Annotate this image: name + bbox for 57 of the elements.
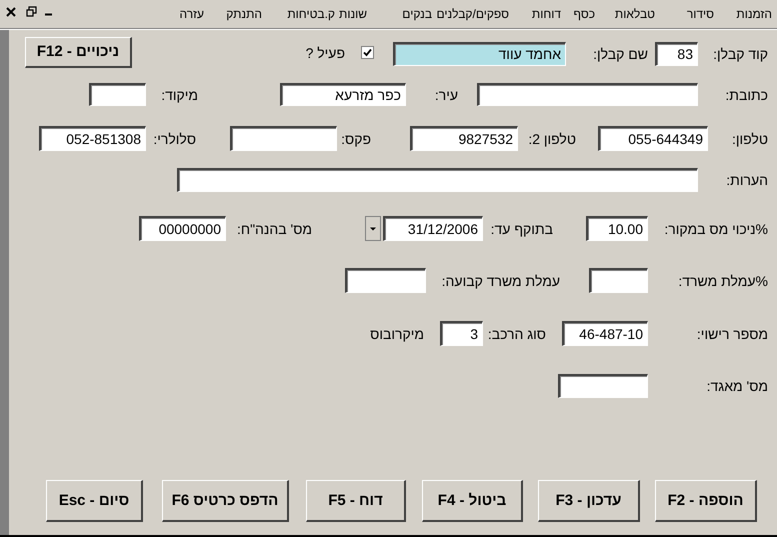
- menu-item: סידור: [686, 7, 714, 21]
- button: הוספה - F2: [655, 480, 757, 522]
- menu-item: טבלאות: [614, 7, 655, 21]
- field-label: סלולרי:: [153, 130, 196, 148]
- input-field: 46-487-10: [562, 321, 648, 346]
- input-field: [477, 83, 698, 106]
- field-label: קוד קבלן:: [713, 45, 768, 63]
- menu-item: ספקים/קבלנים: [436, 7, 509, 21]
- field-label: הערות:: [726, 171, 768, 189]
- input-field: 9827532: [410, 126, 518, 151]
- input-field: כפר מזרעא: [280, 83, 406, 106]
- input-field: [177, 168, 698, 192]
- field-label: %עמלת משרד:: [678, 272, 768, 290]
- button: הדפס כרטיס F6: [162, 480, 289, 522]
- input-field: [89, 83, 146, 106]
- input-field: 10.00: [586, 216, 648, 241]
- button: סיום - Esc: [46, 480, 143, 522]
- input-field: 052-851308: [39, 126, 146, 151]
- field-label: %ניכוי מס במקור:: [664, 220, 768, 238]
- field-label: מיקרובוס: [370, 324, 424, 342]
- field-label: מספר רישוי:: [696, 324, 768, 342]
- field-label: פעיל ?: [306, 44, 345, 62]
- field-label: סוג הרכב:: [488, 324, 546, 342]
- input-field: [345, 268, 426, 293]
- field-label: עמלת משרד קבועה:: [442, 272, 560, 290]
- field-label: עיר:: [434, 86, 458, 104]
- button: עדכון - F3: [538, 480, 640, 522]
- field-label: טלפון:: [732, 130, 768, 148]
- input-field: 055-644349: [598, 126, 708, 151]
- field-label: טלפון 2:: [528, 130, 576, 148]
- input-field: 31/12/2006: [383, 216, 483, 241]
- input-field: [230, 126, 337, 151]
- menu-item: בנקים: [402, 7, 432, 21]
- menu-item: ק.בטיחות: [287, 7, 335, 21]
- menu-item: דוחות: [532, 7, 561, 21]
- input-field: 00000000: [139, 216, 226, 241]
- input-field: [589, 268, 648, 293]
- field-label: פקס:: [341, 130, 371, 148]
- menu-item: התנתק: [226, 7, 262, 21]
- input-field: אחמד עווד: [393, 42, 566, 66]
- menu-item: שונות: [339, 7, 367, 21]
- field-label: בתוקף עד:: [490, 220, 553, 238]
- field-label: מיקוד:: [161, 86, 198, 104]
- checkbox: [361, 46, 374, 59]
- button: ביטול - F4: [422, 480, 523, 522]
- field-label: כתובת:: [725, 86, 768, 104]
- menu-item: הזמנות: [736, 7, 772, 21]
- menu-item: כסף: [573, 7, 595, 21]
- field-label: שם קבלן:: [593, 45, 648, 63]
- field-label: מס' בהנה"ח:: [236, 220, 312, 238]
- button: ניכויים - F12: [25, 37, 132, 68]
- menu-item: עזרה: [179, 7, 204, 21]
- input-field: 83: [655, 42, 698, 66]
- input-field: 3: [440, 321, 483, 346]
- button: דוח - F5: [306, 480, 406, 522]
- field-label: מס' מאגד:: [706, 377, 768, 395]
- input-field: [558, 374, 648, 398]
